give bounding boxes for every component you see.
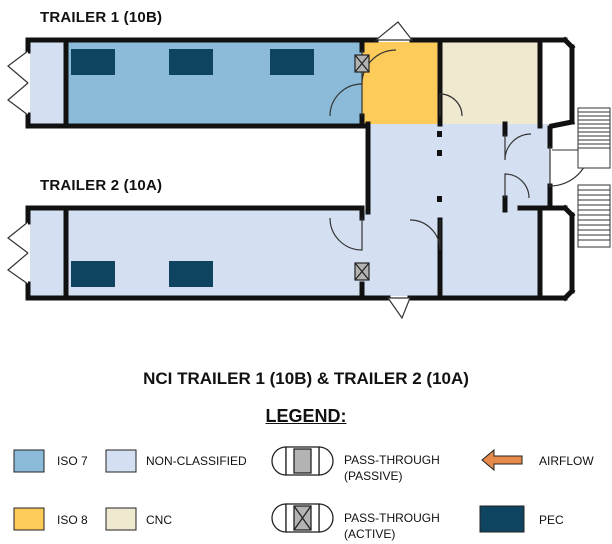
legend-pass-through-passive-line2: (PASSIVE) bbox=[344, 469, 403, 483]
diagram-title: NCI TRAILER 1 (10B) & TRAILER 2 (10A) bbox=[143, 369, 469, 388]
airflow-arrow-icon bbox=[481, 448, 523, 472]
legend-pec-label: PEC bbox=[539, 513, 564, 527]
t2-main-room bbox=[66, 210, 440, 296]
connector-corridor bbox=[368, 124, 550, 210]
legend-pec-swatch bbox=[479, 505, 525, 533]
t2-end-room bbox=[440, 210, 540, 296]
legend-pass-through-passive-line1: PASS-THROUGH bbox=[344, 453, 440, 467]
t2-entry-zone bbox=[30, 210, 66, 296]
stairs bbox=[552, 107, 611, 248]
pec-unit bbox=[71, 49, 115, 75]
legend-iso7-label: ISO 7 bbox=[57, 454, 88, 468]
trailer-1-label: TRAILER 1 (10B) bbox=[40, 9, 163, 26]
t1-iso8-room bbox=[362, 42, 440, 124]
wall-marker bbox=[437, 150, 442, 156]
legend-pass-through-active-line2: (ACTIVE) bbox=[344, 527, 396, 541]
legend-non-classified-label: NON-CLASSIFIED bbox=[146, 454, 247, 468]
t1-cnc-room bbox=[440, 42, 540, 124]
pec-unit bbox=[169, 49, 213, 75]
legend-iso7-swatch bbox=[13, 449, 45, 473]
wall-marker bbox=[437, 131, 442, 137]
legend-cnc-swatch bbox=[105, 507, 137, 531]
walls bbox=[25, 36, 576, 302]
trailer-2-label: TRAILER 2 (10A) bbox=[40, 177, 163, 194]
wall-marker bbox=[437, 196, 442, 202]
pec-unit bbox=[71, 261, 115, 287]
pec-unit bbox=[270, 49, 314, 75]
t1-entry-zone bbox=[30, 42, 66, 124]
doors bbox=[7, 21, 591, 320]
pass-through-active-unit bbox=[354, 54, 370, 73]
legend-non-classified-swatch bbox=[105, 449, 137, 473]
pec-unit bbox=[169, 261, 213, 287]
legend-pass-through-active-line1: PASS-THROUGH bbox=[344, 511, 440, 525]
pass-through-passive-icon bbox=[271, 446, 334, 476]
legend-airflow-label: AIRFLOW bbox=[539, 454, 594, 468]
legend-iso8-label: ISO 8 bbox=[57, 513, 88, 527]
legend-iso8-swatch bbox=[13, 507, 45, 531]
legend-heading: LEGEND: bbox=[265, 406, 347, 426]
pass-through-active-unit bbox=[354, 262, 370, 281]
pass-through-active-icon bbox=[271, 503, 334, 533]
legend-pass-through-passive-label: PASS-THROUGH (PASSIVE) bbox=[344, 452, 440, 484]
legend-pass-through-active-label: PASS-THROUGH (ACTIVE) bbox=[344, 510, 440, 542]
legend-cnc-label: CNC bbox=[146, 513, 172, 527]
